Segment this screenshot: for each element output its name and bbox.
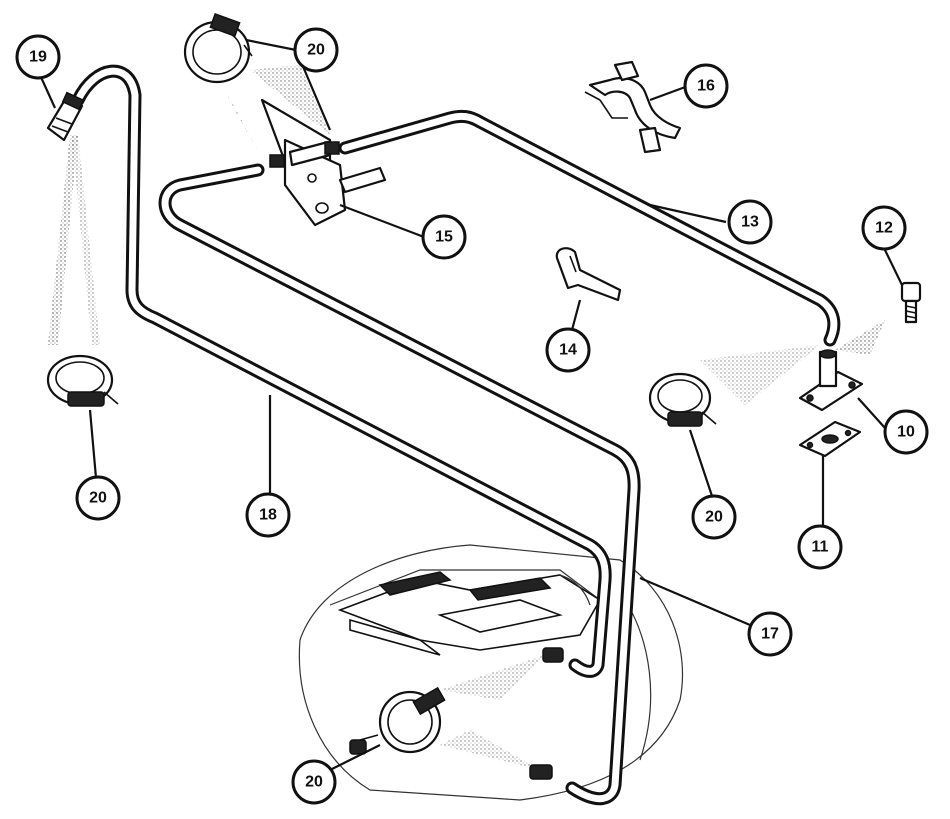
- callout-circle: [797, 524, 843, 570]
- callout-number: 20: [307, 42, 325, 59]
- callout-labels: 19 20 16 15 13 12 14 10 20 20 18 11 17 20: [15, 27, 929, 805]
- clip-16: [584, 60, 682, 154]
- flange-10: [798, 349, 864, 412]
- callout-number: 10: [897, 424, 915, 441]
- callout-number: 14: [559, 342, 577, 359]
- callout-number: 17: [761, 626, 779, 643]
- callout-number: 16: [697, 78, 715, 95]
- callout-circle: [75, 475, 121, 521]
- bracket-14: [555, 247, 622, 302]
- callout-circle: [691, 494, 737, 540]
- valve-bracket-15: [260, 98, 387, 227]
- callout-circle: [421, 214, 467, 260]
- callout-14: 14: [545, 327, 591, 373]
- callout-18: 18: [245, 492, 291, 538]
- callout-number: 19: [29, 49, 47, 66]
- callout-circle: [15, 34, 61, 80]
- callout-number: 18: [259, 507, 277, 524]
- tank-fittings: [349, 647, 564, 780]
- callout-20b: 20: [691, 494, 737, 540]
- callout-15: 15: [421, 214, 467, 260]
- callout-13: 13: [727, 199, 773, 245]
- hose-clamp-20-bottom: [359, 686, 446, 754]
- callout-19: 19: [15, 34, 61, 80]
- hose-clamp-20-right: [648, 372, 717, 427]
- callout-number: 12: [875, 220, 893, 237]
- hose-18: [71, 64, 612, 678]
- callout-circle: [883, 409, 929, 455]
- callout-number: 20: [89, 490, 107, 507]
- callout-number: 20: [305, 774, 323, 791]
- hose-clamp-20-top: [183, 13, 253, 84]
- callout-20a: 20: [293, 27, 339, 73]
- callout-number: 15: [435, 229, 453, 246]
- callout-number: 13: [741, 214, 759, 231]
- hose-13: [338, 109, 841, 347]
- fuel-tank: [298, 544, 684, 801]
- callout-16: 16: [683, 63, 729, 109]
- callout-circle: [683, 63, 729, 109]
- hose-17: [158, 163, 641, 805]
- callout-circle: [861, 205, 907, 251]
- callout-circle: [727, 199, 773, 245]
- callout-number: 20: [705, 509, 723, 526]
- stipple-shading: [48, 65, 885, 770]
- callout-number: 11: [812, 539, 829, 556]
- callout-circle: [291, 759, 337, 805]
- callout-circle: [545, 327, 591, 373]
- callout-11: 11: [797, 524, 843, 570]
- callout-10: 10: [883, 409, 929, 455]
- callout-circle: [245, 492, 291, 538]
- leader-lines: [38, 38, 903, 771]
- bolt-12: [900, 281, 922, 324]
- callout-20d: 20: [291, 759, 337, 805]
- callout-20c: 20: [75, 475, 121, 521]
- callout-circle: [747, 611, 793, 657]
- callout-circle: [293, 27, 339, 73]
- hose-clamp-20-left: [46, 354, 119, 407]
- callout-12: 12: [861, 205, 907, 251]
- gasket-11: [798, 420, 862, 458]
- callout-17: 17: [747, 611, 793, 657]
- connector-19: [46, 91, 85, 142]
